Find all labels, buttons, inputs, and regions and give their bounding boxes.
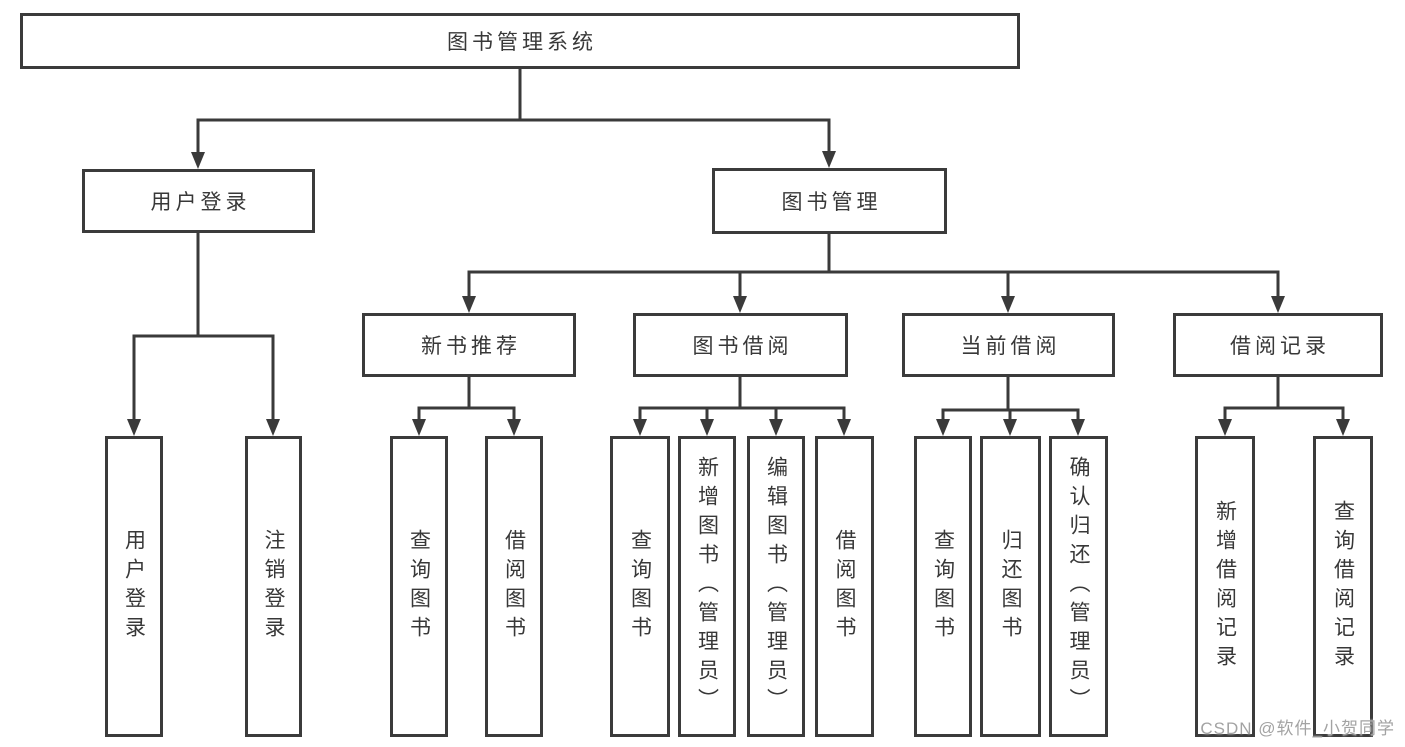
arrowhead-icon (633, 419, 647, 436)
leaf-add-book-admin: 新增图书（管理员） (678, 436, 736, 737)
leaf-confirm-return-admin: 确认归还（管理员） (1049, 436, 1108, 737)
arrowhead-icon (191, 152, 205, 169)
leaf-return-book-label: 归还图书 (999, 528, 1022, 645)
arrowhead-icon (822, 151, 836, 168)
leaf-query-book-borrowing: 查询图书 (610, 436, 670, 737)
leaf-edit-book-admin: 编辑图书（管理员） (747, 436, 805, 737)
node-book-borrowing-label: 图书借阅 (692, 335, 793, 358)
node-new-book-recommend: 新书推荐 (362, 313, 576, 377)
leaf-confirm-return-admin-label: 确认归还（管理员） (1067, 456, 1090, 717)
arrowhead-icon (1271, 296, 1285, 313)
node-book-management: 图书管理 (712, 168, 947, 234)
leaf-query-borrow-record: 查询借阅记录 (1313, 436, 1373, 737)
leaf-user-login: 用户登录 (105, 436, 163, 737)
node-borrowing-records-label: 借阅记录 (1230, 335, 1330, 358)
arrowhead-icon (936, 419, 950, 436)
node-current-borrowing: 当前借阅 (902, 313, 1115, 377)
node-root-label: 图书管理系统 (447, 31, 597, 54)
arrowhead-icon (769, 419, 783, 436)
arrowhead-icon (700, 419, 714, 436)
arrowhead-icon (412, 419, 426, 436)
arrowhead-icon (733, 296, 747, 313)
arrowhead-icon (266, 419, 280, 436)
leaf-query-book-recommend: 查询图书 (390, 436, 448, 737)
leaf-query-book-borrowing-label: 查询图书 (628, 528, 652, 645)
leaf-borrow-book-recommend-label: 借阅图书 (502, 528, 526, 645)
node-root: 图书管理系统 (20, 13, 1020, 69)
leaf-logout-label: 注销登录 (262, 528, 285, 645)
leaf-add-borrow-record-label: 新增借阅记录 (1213, 499, 1237, 674)
leaf-user-login-label: 用户登录 (122, 528, 146, 645)
leaf-query-book-current-label: 查询图书 (931, 528, 955, 645)
arrowhead-icon (1218, 419, 1232, 436)
leaf-logout: 注销登录 (245, 436, 302, 737)
node-user-login: 用户登录 (82, 169, 315, 233)
node-book-borrowing: 图书借阅 (633, 313, 848, 377)
leaf-edit-book-admin-label: 编辑图书（管理员） (764, 456, 788, 717)
arrowhead-icon (837, 419, 851, 436)
leaf-query-book-current: 查询图书 (914, 436, 972, 737)
arrowhead-icon (1336, 419, 1350, 436)
node-new-book-recommend-label: 新书推荐 (421, 335, 521, 358)
watermark: CSDN @软件_小贺同学 (1200, 719, 1395, 738)
leaf-add-book-admin-label: 新增图书（管理员） (695, 456, 719, 717)
leaf-return-book: 归还图书 (980, 436, 1041, 737)
node-book-management-label: 图书管理 (781, 191, 882, 214)
arrowhead-icon (462, 296, 476, 313)
leaf-borrow-book: 借阅图书 (815, 436, 874, 737)
arrowhead-icon (1001, 296, 1015, 313)
leaf-add-borrow-record: 新增借阅记录 (1195, 436, 1255, 737)
arrowhead-icon (127, 419, 141, 436)
arrowhead-icon (1003, 419, 1017, 436)
arrowhead-icon (1071, 419, 1085, 436)
leaf-query-borrow-record-label: 查询借阅记录 (1331, 499, 1355, 674)
arrowhead-icon (507, 419, 521, 436)
leaf-query-book-recommend-label: 查询图书 (407, 528, 431, 645)
leaf-borrow-book-label: 借阅图书 (833, 528, 856, 645)
node-borrowing-records: 借阅记录 (1173, 313, 1383, 377)
node-current-borrowing-label: 当前借阅 (960, 335, 1061, 358)
node-user-login-label: 用户登录 (150, 191, 251, 214)
leaf-borrow-book-recommend: 借阅图书 (485, 436, 543, 737)
